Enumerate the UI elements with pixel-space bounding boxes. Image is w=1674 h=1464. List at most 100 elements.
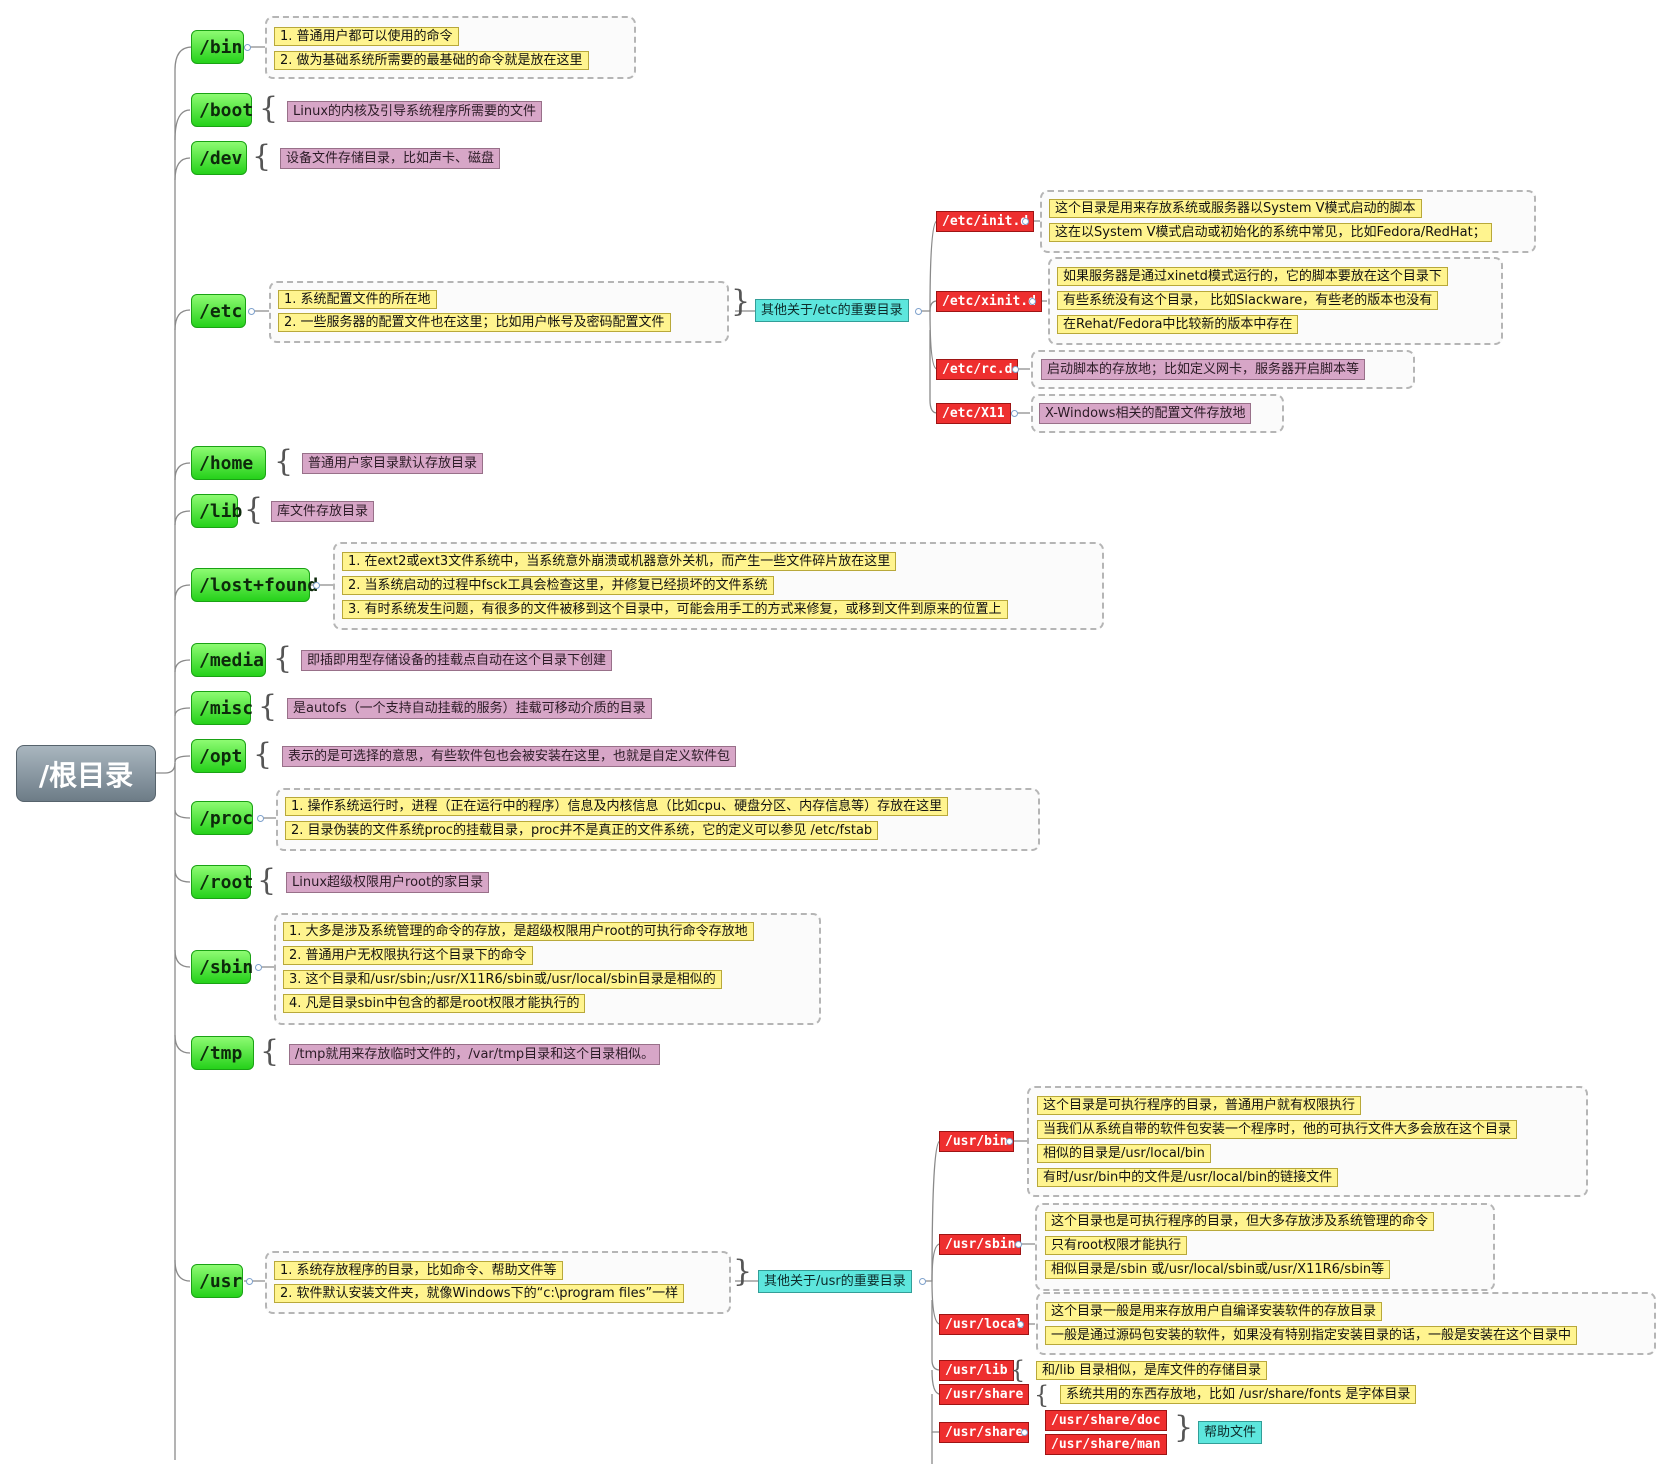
link-etc-rcd: [929, 310, 938, 370]
etc-x11-node[interactable]: /etc/X11: [936, 403, 1011, 424]
link-etc-initd: [920, 220, 938, 312]
etc-xinitd-node[interactable]: /etc/xinit.d: [936, 291, 1042, 312]
dir-home[interactable]: /home: [191, 446, 266, 480]
etc-rcd-note: 启动脚本的存放地；比如定义网卡，服务器开启脚本等: [1041, 359, 1366, 380]
usr-lib-node[interactable]: /usr/lib: [939, 1360, 1014, 1381]
dir-tmp[interactable]: /tmp: [191, 1036, 254, 1070]
collapse-dot[interactable]: [1029, 298, 1036, 305]
brace: {: [252, 139, 272, 174]
brace: }: [733, 1254, 753, 1289]
etc-note-1: 1. 系统配置文件的所在地: [278, 290, 437, 309]
etc-rcd-node[interactable]: /etc/rc.d: [936, 359, 1019, 380]
dir-lostfound[interactable]: /lost+found: [191, 568, 318, 602]
usr-bin-note-3: 相似的目录是/usr/local/bin: [1037, 1144, 1211, 1163]
dir-etc[interactable]: /etc: [191, 294, 246, 328]
collapse-dot[interactable]: [255, 964, 262, 971]
usr-bin-note-1: 这个目录是可执行程序的目录，普通用户就有权限执行: [1037, 1096, 1362, 1115]
dir-lib[interactable]: /lib: [191, 494, 242, 528]
dir-misc[interactable]: /misc: [191, 691, 253, 725]
usr-share-help-note: 帮助文件: [1198, 1421, 1263, 1444]
link-usr: [174, 1259, 191, 1282]
home-note: 普通用户家目录默认存放目录: [302, 453, 484, 474]
brace: {: [258, 689, 278, 724]
collapse-dot[interactable]: [1011, 410, 1018, 417]
bin-note-1: 1. 普通用户都可以使用的命令: [274, 27, 459, 46]
bin-note-2: 2. 做为基础系统所需要的最基础的命令就是放在这里: [274, 51, 589, 70]
collapse-dot[interactable]: [257, 815, 264, 822]
sbin-note-3: 3. 这个目录和/usr/sbin;/usr/X11R6/sbin或/usr/l…: [283, 970, 722, 989]
dir-media[interactable]: /media: [191, 643, 266, 677]
proc-note-2: 2. 目录伪装的文件系统proc的挂载目录，proc并不是真正的文件系统，它的定…: [285, 821, 879, 840]
usr-share-doc-node[interactable]: /usr/share/doc: [1045, 1410, 1167, 1431]
link-root: [174, 869, 191, 883]
etc-other-node[interactable]: 其他关于/etc的重要目录: [755, 299, 909, 322]
brace: {: [273, 641, 293, 676]
link-misc: [174, 707, 191, 717]
link-usr-local: [931, 1280, 941, 1325]
sbin-note-2: 2. 普通用户无权限执行这个目录下的命令: [283, 946, 533, 965]
tmp-note: /tmp就用来存放临时文件的，/var/tmp目录和这个目录相似。: [289, 1044, 661, 1065]
usr-bin-note-2: 当我们从系统自带的软件包安装一个程序时，他的可执行文件大多会放在这个目录: [1037, 1120, 1518, 1139]
usr-share-man-node[interactable]: /usr/share/man: [1045, 1434, 1167, 1455]
sbin-note-1: 1. 大多是涉及系统管理的命令的存放，是超级权限用户root的可执行命令存放地: [283, 922, 754, 941]
usr-share-node[interactable]: /usr/share: [939, 1384, 1030, 1405]
link-dev: [174, 157, 191, 181]
link-etc: [174, 309, 191, 331]
collapse-dot[interactable]: [1015, 1241, 1022, 1248]
dev-note: 设备文件存储目录，比如声卡、磁盘: [280, 148, 501, 169]
dir-opt[interactable]: /opt: [191, 739, 246, 773]
lib-note: 库文件存放目录: [271, 501, 375, 522]
collapse-dot[interactable]: [1006, 1138, 1013, 1145]
dir-root[interactable]: /root: [191, 865, 253, 899]
brace: {: [244, 492, 264, 527]
root-note: Linux超级权限用户root的家目录: [286, 872, 490, 893]
usr-local-node[interactable]: /usr/local: [939, 1314, 1030, 1335]
usr-sbin-node[interactable]: /usr/sbin: [939, 1234, 1022, 1255]
collapse-dot[interactable]: [244, 44, 251, 51]
link-proc: [174, 809, 191, 819]
collapse-dot[interactable]: [246, 1278, 253, 1285]
collapse-dot[interactable]: [915, 308, 922, 315]
brace: {: [260, 1034, 280, 1069]
usr-other-node[interactable]: 其他关于/usr的重要目录: [758, 1270, 912, 1293]
dir-bin[interactable]: /bin: [191, 30, 244, 64]
root-trunk: [156, 46, 193, 774]
brace: }: [731, 284, 751, 319]
collapse-dot[interactable]: [248, 308, 255, 315]
dir-usr[interactable]: /usr: [191, 1264, 243, 1298]
etc-note-2: 2. 一些服务器的配置文件也在这里；比如用户帐号及密码配置文件: [278, 313, 671, 332]
brace: {: [274, 444, 294, 479]
link-boot: [174, 109, 191, 141]
root-node[interactable]: /根目录: [16, 745, 156, 802]
collapse-dot[interactable]: [313, 582, 320, 589]
misc-note: 是autofs（一个支持自动挂载的服务）挂载可移动介质的目录: [287, 698, 652, 719]
link-lib: [174, 510, 191, 526]
dir-proc[interactable]: /proc: [191, 801, 253, 835]
collapse-dot[interactable]: [1022, 218, 1029, 225]
usr-note-1: 1. 系统存放程序的目录，比如命令、帮助文件等: [274, 1261, 563, 1280]
usr-share-node-2[interactable]: /usr/share: [939, 1422, 1030, 1443]
brace: {: [253, 737, 273, 772]
etc-initd-node[interactable]: /etc/init.d: [936, 211, 1035, 232]
brace: }: [1174, 1410, 1194, 1445]
media-note: 即插即用型存储设备的挂载点自动在这个目录下创建: [301, 650, 613, 671]
usr-lib-note: 和/lib 目录相似，是库文件的存储目录: [1036, 1361, 1267, 1380]
usr-bin-node[interactable]: /usr/bin: [939, 1131, 1014, 1152]
collapse-dot[interactable]: [1017, 1321, 1024, 1328]
etc-xinitd-note-3: 在Rehat/Fedora中比较新的版本中存在: [1057, 315, 1299, 334]
lostfound-note-2: 2. 当系统启动的过程中fsck工具会检查这里，并修复已经损坏的文件系统: [342, 576, 774, 595]
brace: {: [259, 91, 279, 126]
dir-boot[interactable]: /boot: [191, 93, 253, 127]
collapse-dot[interactable]: [919, 1278, 926, 1285]
opt-note: 表示的是可选择的意思，有些软件包也会被安装在这里，也就是自定义软件包: [282, 746, 737, 767]
dir-sbin[interactable]: /sbin: [191, 950, 253, 984]
collapse-dot[interactable]: [1021, 1429, 1028, 1436]
brace: {: [1034, 1381, 1050, 1409]
link-sbin: [174, 949, 191, 968]
brace: {: [257, 863, 277, 898]
collapse-dot[interactable]: [1012, 366, 1019, 373]
dir-dev[interactable]: /dev: [191, 141, 247, 175]
usr-share-note: 系统共用的东西存放地，比如 /usr/share/fonts 是字体目录: [1060, 1385, 1417, 1404]
